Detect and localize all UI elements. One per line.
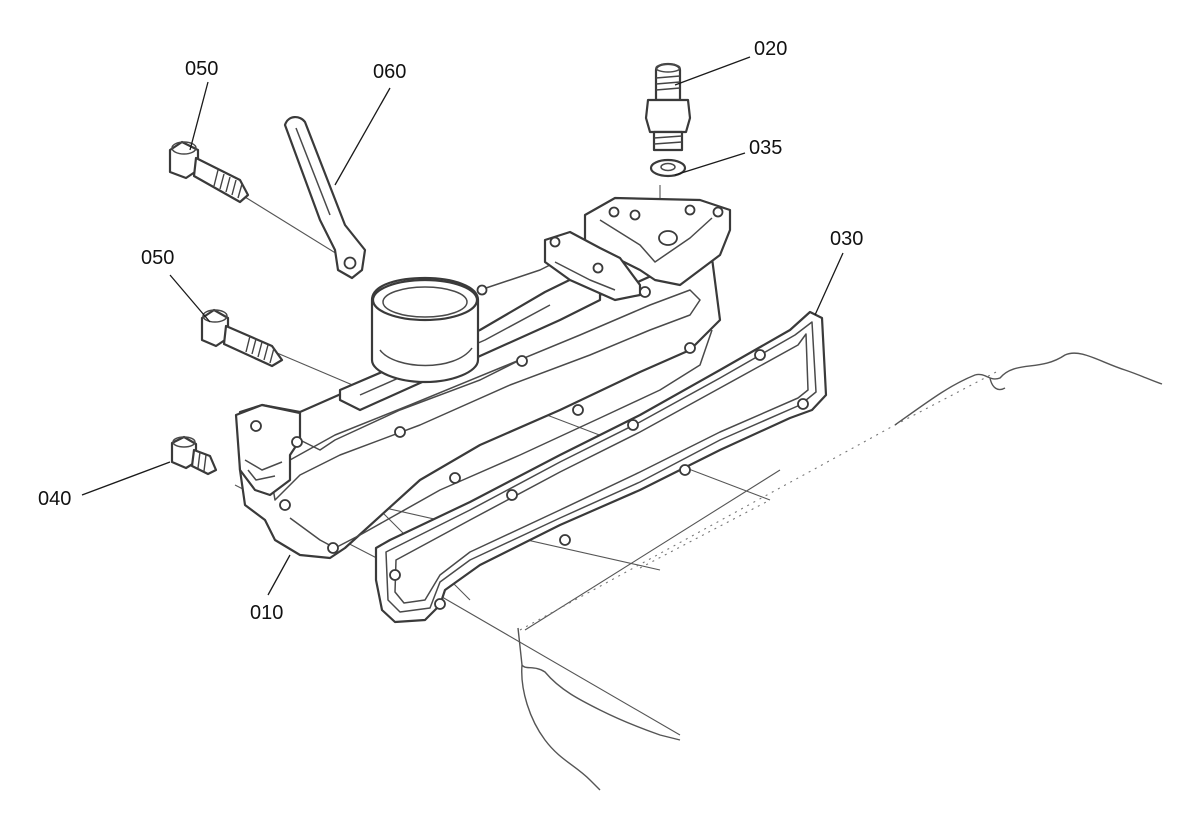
callout-050-upper: 050 bbox=[185, 58, 218, 80]
callout-labels: 050 060 020 035 030 050 040 010 bbox=[38, 38, 863, 624]
callout-020: 020 bbox=[754, 38, 787, 60]
callout-050-lower: 050 bbox=[141, 247, 174, 269]
gasket-030 bbox=[374, 310, 828, 624]
break-lines bbox=[517, 352, 1163, 791]
bolt-050-lower bbox=[200, 308, 284, 368]
manifold-body-010 bbox=[234, 196, 732, 560]
callout-040: 040 bbox=[38, 488, 71, 510]
callout-010: 010 bbox=[250, 602, 283, 624]
callout-030: 030 bbox=[830, 228, 863, 250]
bolt-040 bbox=[170, 435, 218, 476]
bracket-060 bbox=[283, 116, 367, 280]
bolt-050-upper bbox=[168, 140, 250, 204]
callout-035: 035 bbox=[749, 137, 782, 159]
washer-035 bbox=[649, 158, 687, 178]
stud-fitting-020 bbox=[644, 62, 692, 152]
callout-060: 060 bbox=[373, 61, 406, 83]
leader-lines bbox=[81, 56, 844, 596]
